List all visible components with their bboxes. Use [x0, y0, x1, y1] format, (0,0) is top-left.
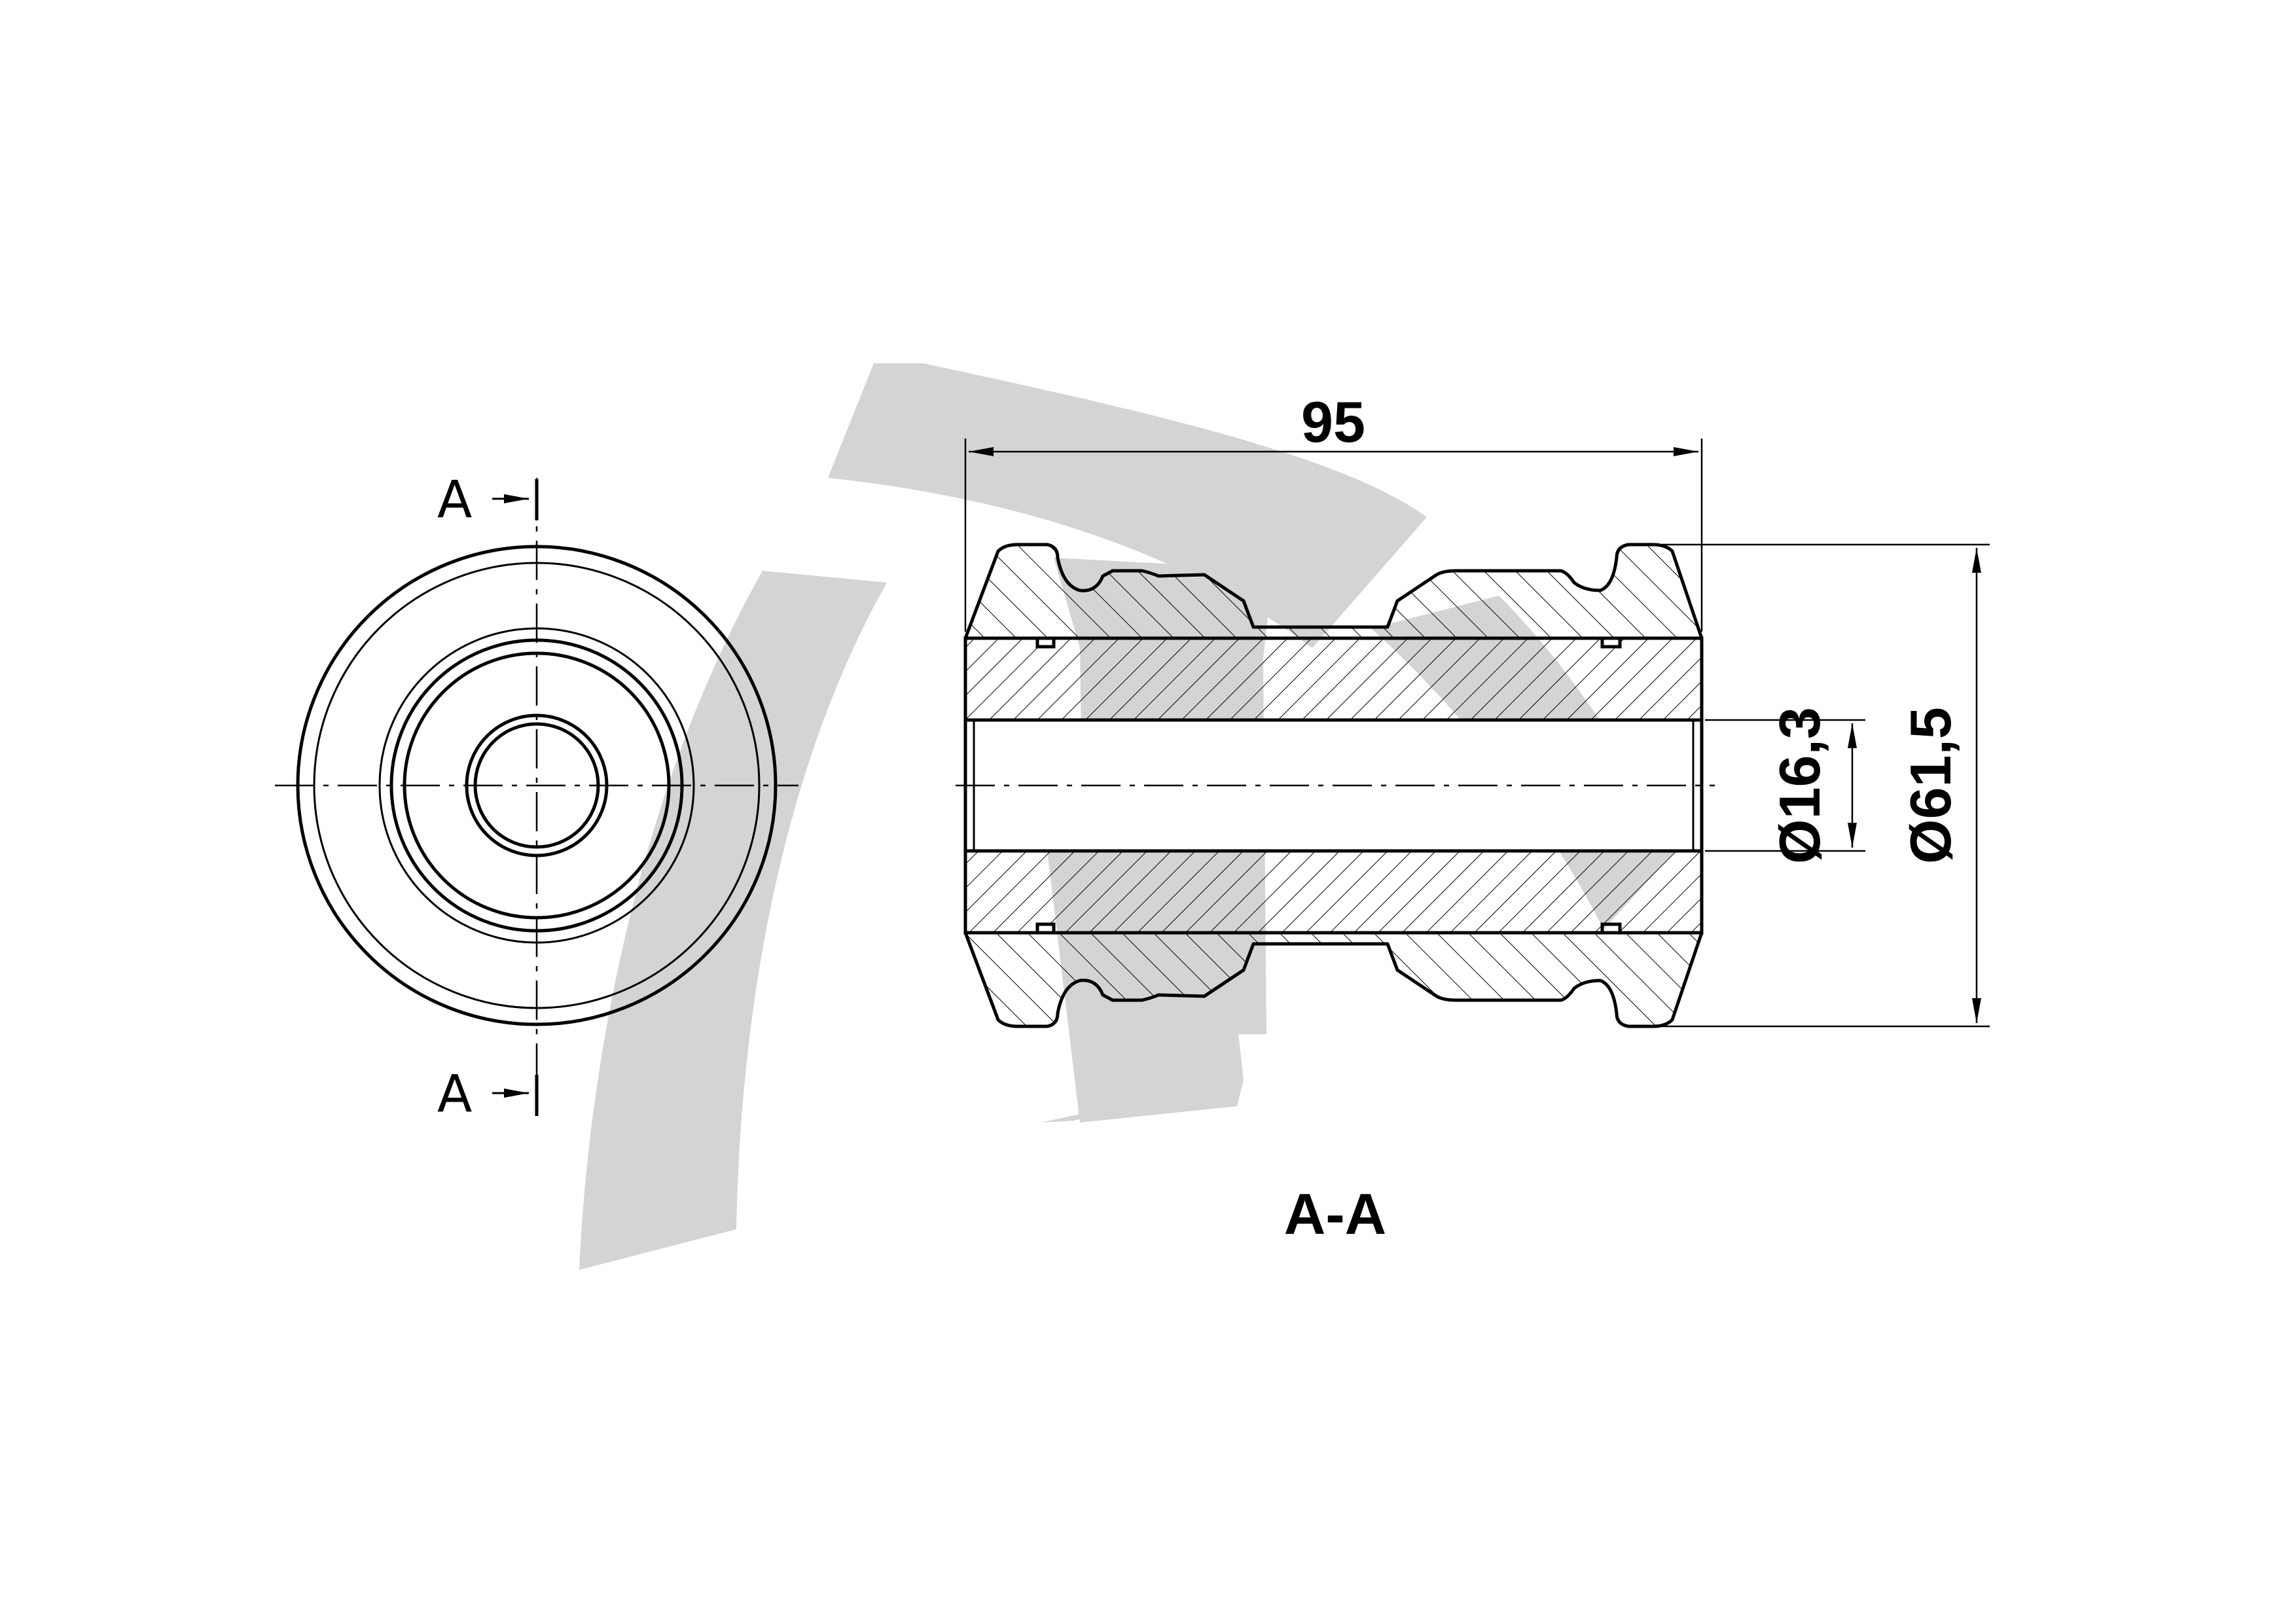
rubber-body-top — [963, 543, 1704, 640]
section-marker-top-label: A — [437, 471, 472, 530]
inner-diameter-dimension: Ø16,3 — [1705, 707, 1865, 864]
front-view — [275, 478, 798, 1113]
section-view — [956, 543, 1715, 1028]
inner-sleeve-bottom — [963, 849, 1704, 935]
inner-diameter-label: Ø16,3 — [1767, 707, 1832, 864]
section-marker-bottom: A — [437, 1065, 539, 1124]
length-dimension: 95 — [964, 389, 1703, 632]
section-marker-top: A — [437, 471, 539, 530]
outer-diameter-label: Ø61,5 — [1898, 707, 1963, 864]
section-title: A-A — [1284, 1181, 1386, 1246]
inner-sleeve-top — [963, 636, 1704, 722]
rubber-body-bottom — [963, 931, 1704, 1028]
section-marker-bottom-label: A — [437, 1065, 472, 1124]
length-dimension-label: 95 — [1301, 389, 1365, 454]
outer-diameter-dimension: Ø61,5 — [1662, 543, 1990, 1028]
